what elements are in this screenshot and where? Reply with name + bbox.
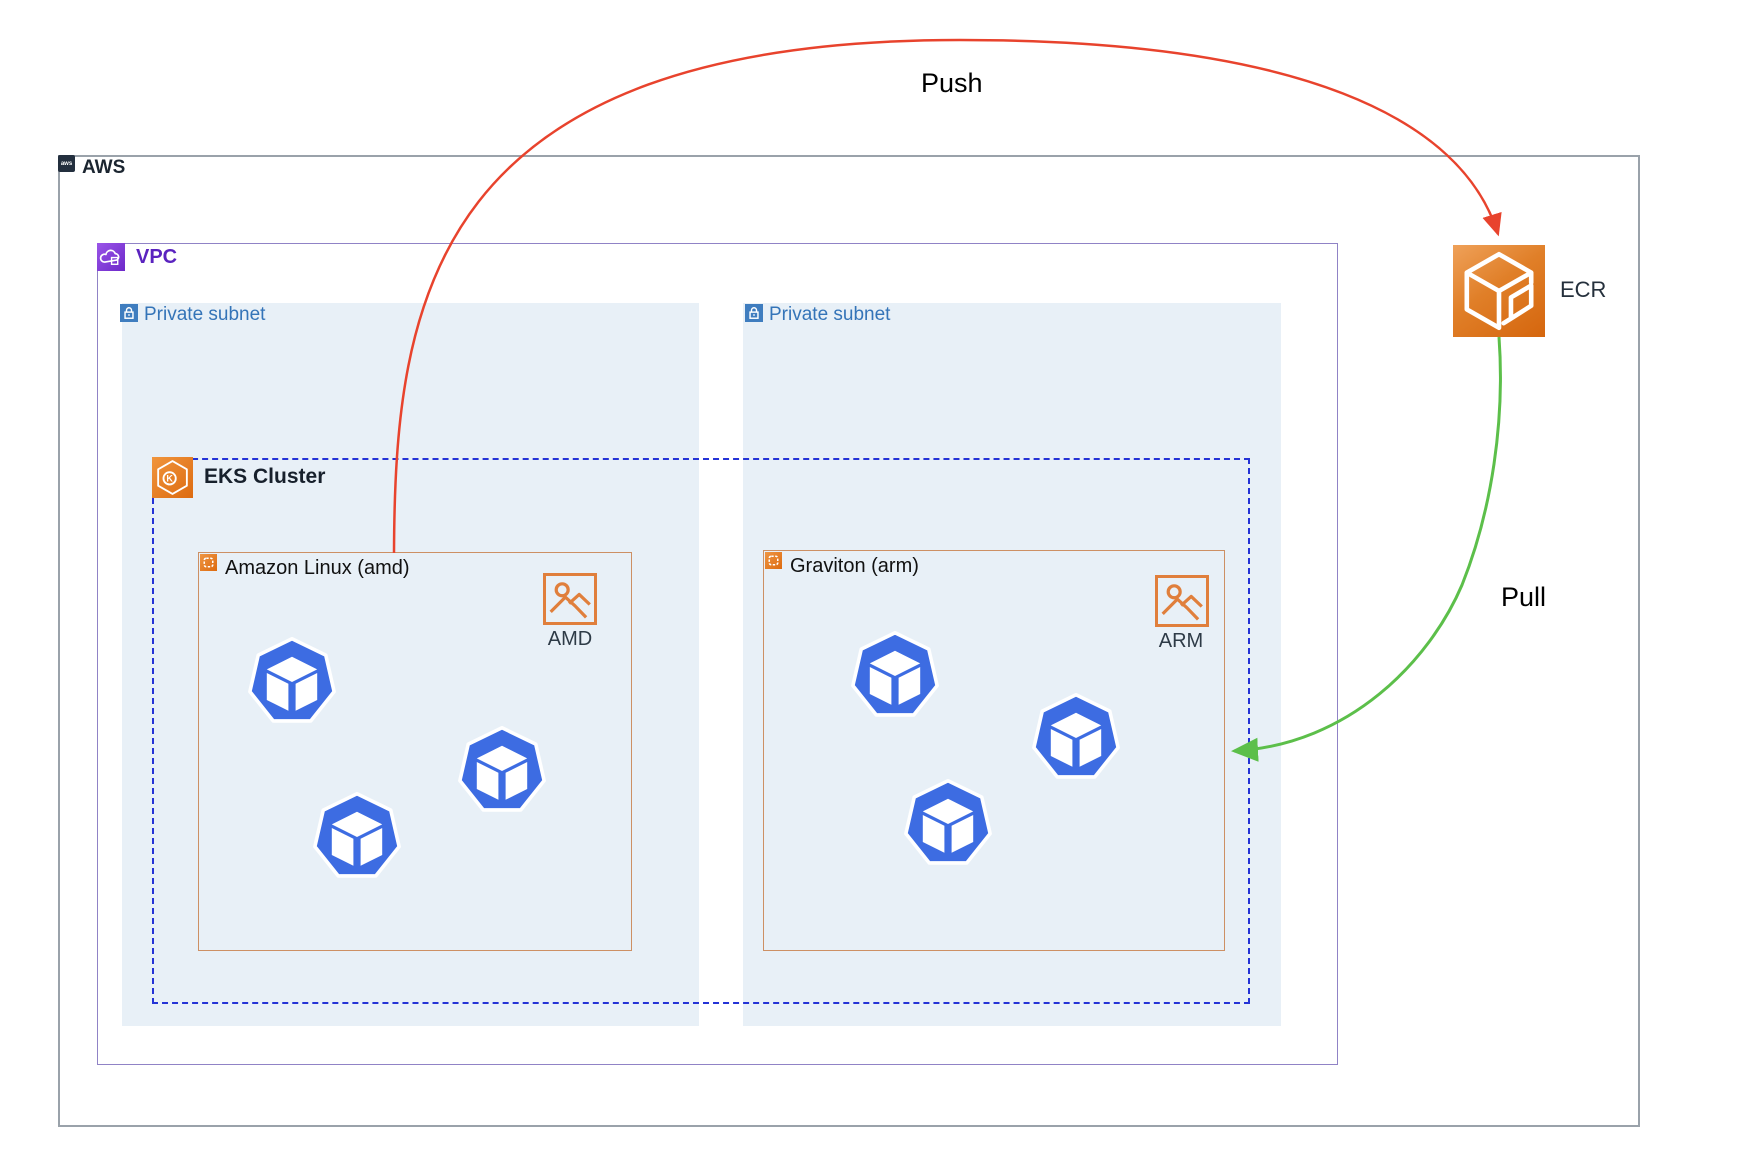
ec2-instance-icon — [200, 554, 217, 571]
vpc-group-label: VPC — [136, 246, 178, 268]
lock-icon — [120, 304, 138, 322]
nodegroup-amazon-linux-label: Amazon Linux (amd) — [225, 557, 410, 579]
aws-group-label: AWS — [82, 157, 126, 178]
ami-amd-label: AMD — [547, 628, 593, 650]
ecr-container-registry-icon — [1453, 245, 1545, 337]
eks-cluster-label: EKS Cluster — [204, 465, 326, 488]
private-subnet-left-label: Private subnet — [144, 304, 266, 325]
vpc-cloud-icon — [97, 243, 125, 271]
kubernetes-pod-icon — [312, 791, 402, 882]
nodegroup-graviton-label: Graviton (arm) — [790, 555, 919, 577]
lock-glyph — [749, 307, 759, 319]
instance-glyph — [768, 555, 779, 566]
eks-glyph: K — [157, 460, 188, 495]
kubernetes-pod-icon — [903, 778, 993, 869]
eks-hexagon-k-icon: K — [152, 457, 193, 498]
ami-arm-label: ARM — [1158, 630, 1204, 652]
kubernetes-pod-icon — [247, 636, 337, 727]
kubernetes-pod-icon — [850, 630, 940, 721]
ecr-label: ECR — [1560, 277, 1607, 302]
lock-glyph — [124, 307, 134, 319]
pull-arrow-label: Pull — [1501, 582, 1547, 612]
kubernetes-pod-icon — [457, 725, 547, 816]
machine-image-icon — [1155, 575, 1209, 627]
aws-smile-logo-icon: aws — [58, 155, 75, 172]
machine-image-icon — [543, 573, 597, 625]
instance-glyph — [203, 557, 214, 568]
cloud-glyph — [99, 249, 120, 265]
lock-icon — [745, 304, 763, 322]
image-glyph — [1161, 584, 1203, 621]
ecr-glyph — [1464, 251, 1534, 331]
private-subnet-right-label: Private subnet — [769, 304, 891, 325]
image-glyph — [549, 582, 591, 619]
ec2-instance-icon — [765, 552, 782, 569]
push-arrow-label: Push — [921, 68, 983, 98]
kubernetes-pod-icon — [1031, 692, 1121, 783]
aws-logo-text: aws — [60, 160, 73, 167]
svg-text:K: K — [166, 474, 173, 484]
